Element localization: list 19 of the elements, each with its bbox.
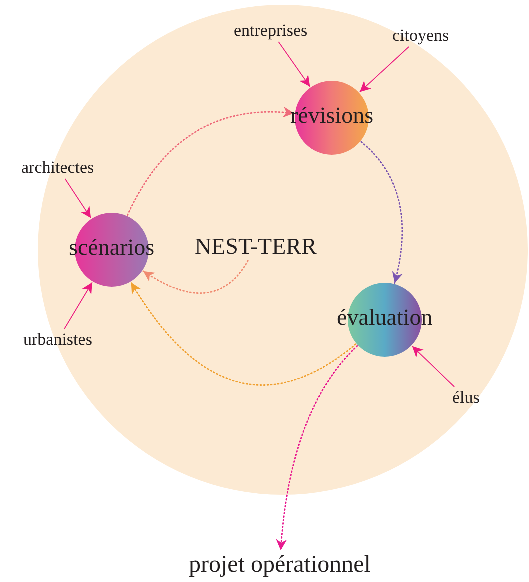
arrow — [64, 178, 92, 219]
node-label: révisions — [290, 103, 374, 129]
text-label: citoyens — [392, 26, 450, 46]
text-label: urbanistes — [24, 330, 92, 350]
arrow — [278, 42, 311, 88]
arrow — [142, 260, 249, 294]
arrow — [64, 282, 93, 330]
text-label: entreprises — [234, 21, 308, 41]
arrow — [127, 107, 295, 216]
text-label: projet opérationnel — [189, 552, 371, 578]
text-label: architectes — [22, 158, 94, 178]
arrow — [412, 346, 456, 388]
arrow — [360, 141, 404, 284]
text-label: élus — [452, 388, 480, 408]
arrow — [360, 46, 410, 93]
arrow — [276, 345, 358, 552]
text-label: NEST-TERR — [195, 234, 317, 260]
arrow — [130, 282, 357, 386]
gradient-circle — [290, 81, 374, 155]
